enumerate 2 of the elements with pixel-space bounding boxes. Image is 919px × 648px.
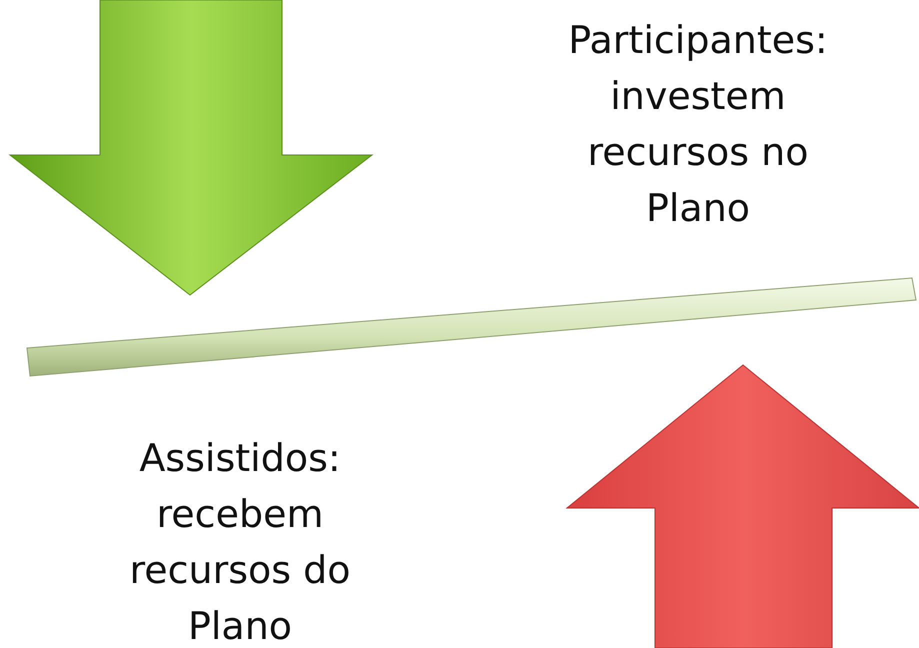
caption-text: Participantes: investem recursos no Plano (567, 17, 829, 232)
caption-text: Assistidos: recebem recursos do Plano (128, 435, 352, 648)
